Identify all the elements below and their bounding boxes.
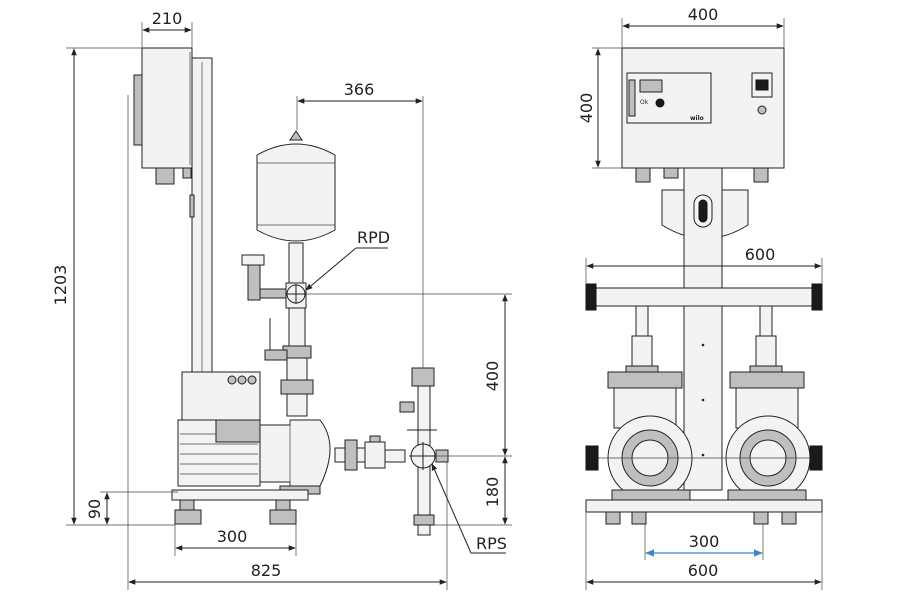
- dim-label-600-bottom: 600: [688, 561, 719, 580]
- dim-label-300-front: 300: [689, 532, 720, 551]
- front-pump-right: [725, 305, 823, 501]
- dim-label-90: 90: [85, 499, 104, 519]
- side-pressure-tank: [256, 130, 336, 242]
- dim-label-400-height: 400: [577, 93, 596, 124]
- dim-label-300-side: 300: [217, 527, 248, 546]
- panel-logo: Ok: [640, 99, 649, 106]
- side-view: 210 366 1203 90 825: [51, 9, 512, 590]
- side-rpd-sensor: [241, 254, 306, 304]
- dim-base-width: 600: [585, 512, 823, 590]
- dim-label-180: 180: [483, 477, 502, 508]
- side-discharge-pipe: [334, 435, 406, 471]
- dim-manifold-width: 600: [585, 245, 823, 284]
- side-base-frame: [171, 489, 309, 525]
- dim-label-825: 825: [251, 561, 282, 580]
- dim-rpd-height: 400: [306, 293, 512, 456]
- dim-label-366: 366: [344, 80, 375, 99]
- label-rpd: RPD: [357, 228, 390, 247]
- dim-tank-offset: 366: [296, 80, 424, 368]
- dim-overall-height: 1203: [51, 47, 175, 526]
- front-base-frame: [585, 499, 823, 525]
- front-pump-left: [585, 305, 693, 501]
- dim-label-400-width: 400: [688, 5, 719, 24]
- panel-brand: wilo: [690, 115, 704, 122]
- side-riser-pipe: [280, 242, 314, 417]
- dim-cabinet-depth: 210: [141, 9, 193, 48]
- dim-label-210: 210: [152, 9, 183, 28]
- dim-cabinet-height: 400: [577, 47, 622, 169]
- dim-label-600-top: 600: [745, 245, 776, 264]
- dim-foot-spacing: 300: [174, 524, 297, 556]
- side-pump-motor: [177, 371, 261, 487]
- front-manifold: [585, 283, 823, 311]
- rps-callout: RPS: [431, 463, 507, 554]
- front-control-cabinet: Ok wilo: [621, 47, 785, 183]
- label-rps: RPS: [476, 534, 507, 553]
- dim-cabinet-width: 400: [621, 5, 785, 48]
- dim-rps-height: 180: [434, 455, 512, 526]
- dim-label-1203: 1203: [51, 265, 70, 306]
- dim-label-400-rpd: 400: [483, 361, 502, 392]
- rpd-callout: RPD: [305, 228, 390, 291]
- side-pump-body: [259, 419, 331, 495]
- side-rps-sensor: [399, 367, 449, 536]
- side-control-cabinet: [133, 47, 193, 185]
- dim-base-height: 90: [85, 491, 178, 525]
- front-view: Ok wilo: [577, 5, 823, 590]
- side-valve-handle: [264, 318, 288, 361]
- dim-pump-spacing: 300: [644, 524, 764, 560]
- dim-overall-length: 825: [127, 95, 448, 590]
